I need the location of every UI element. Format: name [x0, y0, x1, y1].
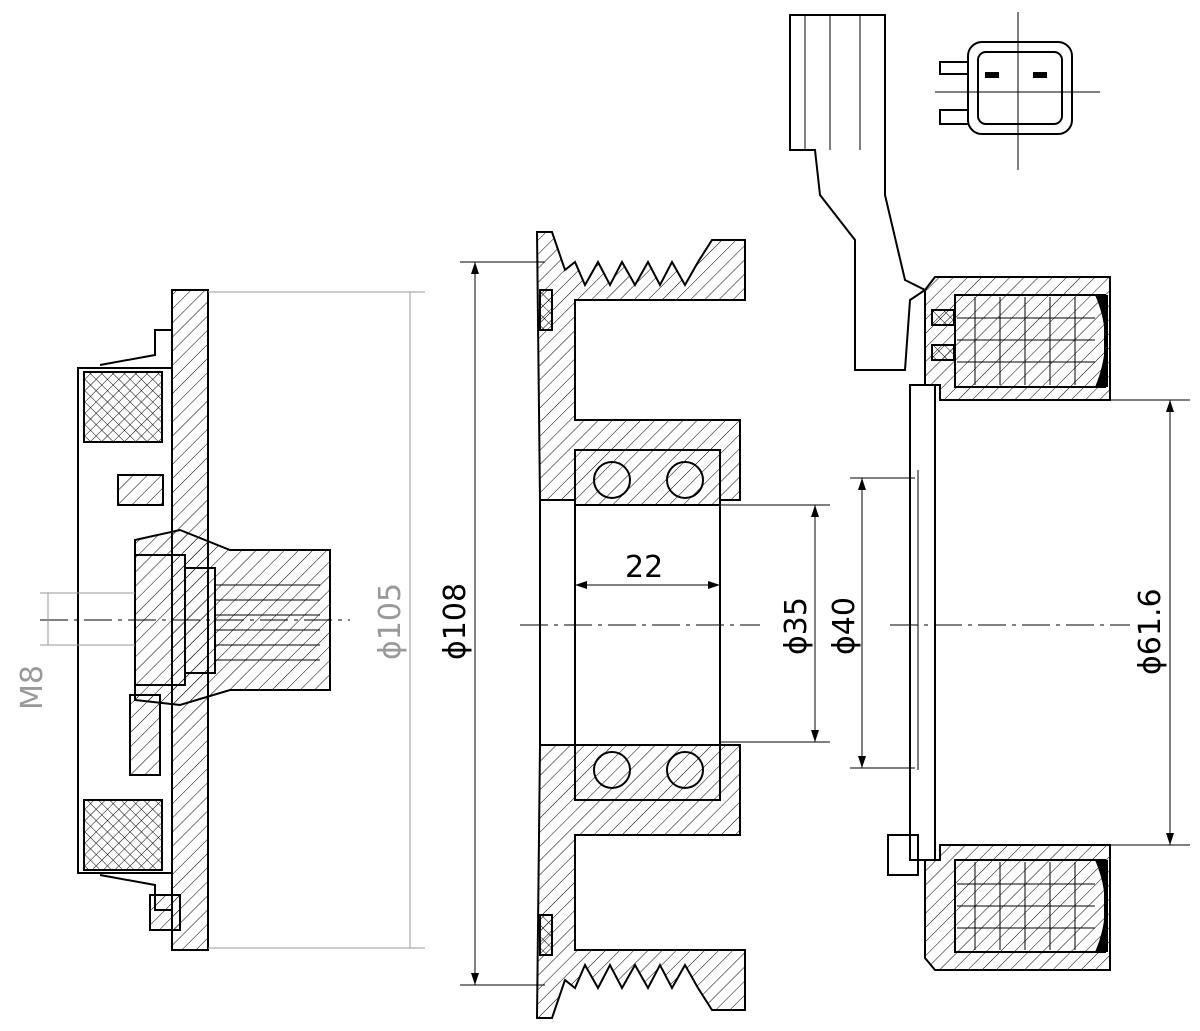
dimension-d61-6: ϕ61.6 — [1105, 399, 1190, 846]
dimension-label-m8: M8 — [15, 665, 50, 710]
dimension-m8: M8 — [15, 592, 135, 710]
dimension-label-w22: 22 — [625, 550, 663, 585]
coil-view — [789, 14, 1130, 971]
clutch-plate-view — [40, 289, 350, 951]
connector-end-view — [935, 12, 1100, 170]
dimension-label-d61-6: ϕ61.6 — [1133, 588, 1168, 675]
dimension-label-d108: ϕ108 — [438, 583, 473, 660]
dimension-d35: ϕ35 — [720, 504, 830, 743]
dimension-label-d105: ϕ105 — [373, 583, 408, 660]
dimension-d105: ϕ105 — [208, 291, 425, 949]
dimension-w22: 22 — [575, 550, 720, 589]
dimension-d40: ϕ40 — [827, 477, 915, 769]
pulley-view — [520, 231, 760, 1019]
dimension-d108: ϕ108 — [438, 261, 545, 986]
dimension-label-d40: ϕ40 — [827, 597, 862, 655]
dimension-label-d35: ϕ35 — [779, 597, 814, 655]
